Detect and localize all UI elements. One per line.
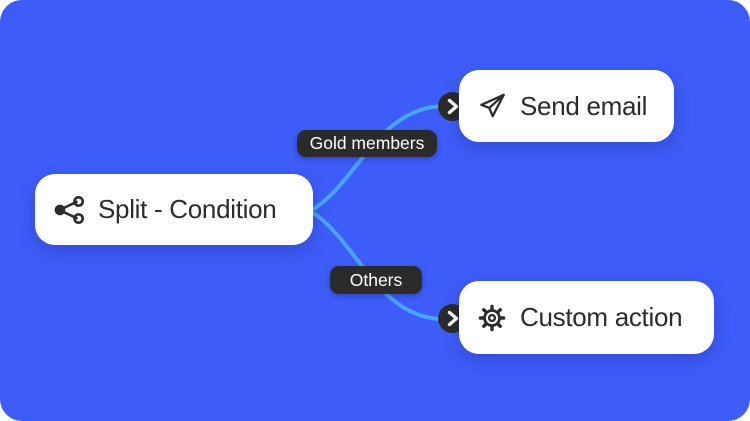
node-send-email-label: Send email bbox=[520, 90, 648, 121]
branch-label-others-text: Others bbox=[349, 269, 403, 290]
chevron-right-icon bbox=[438, 304, 467, 333]
branch-label-gold-members-text: Gold members bbox=[309, 133, 425, 153]
split-condition-icon bbox=[53, 195, 85, 225]
branch-label-gold-members[interactable]: Gold members bbox=[297, 130, 437, 157]
connector-gold-members-path bbox=[310, 104, 446, 212]
node-split-condition-label: Split - Condition bbox=[98, 194, 277, 224]
branch-label-others[interactable]: Others bbox=[330, 266, 422, 294]
gear-icon bbox=[477, 303, 507, 333]
node-custom-action-label: Custom action bbox=[520, 302, 683, 332]
chevron-right-icon bbox=[438, 92, 467, 121]
node-send-email[interactable]: Send email bbox=[459, 70, 674, 142]
send-email-icon bbox=[477, 91, 507, 121]
node-split-condition[interactable]: Split - Condition bbox=[35, 174, 313, 245]
node-custom-action[interactable]: Custom action bbox=[459, 281, 714, 354]
